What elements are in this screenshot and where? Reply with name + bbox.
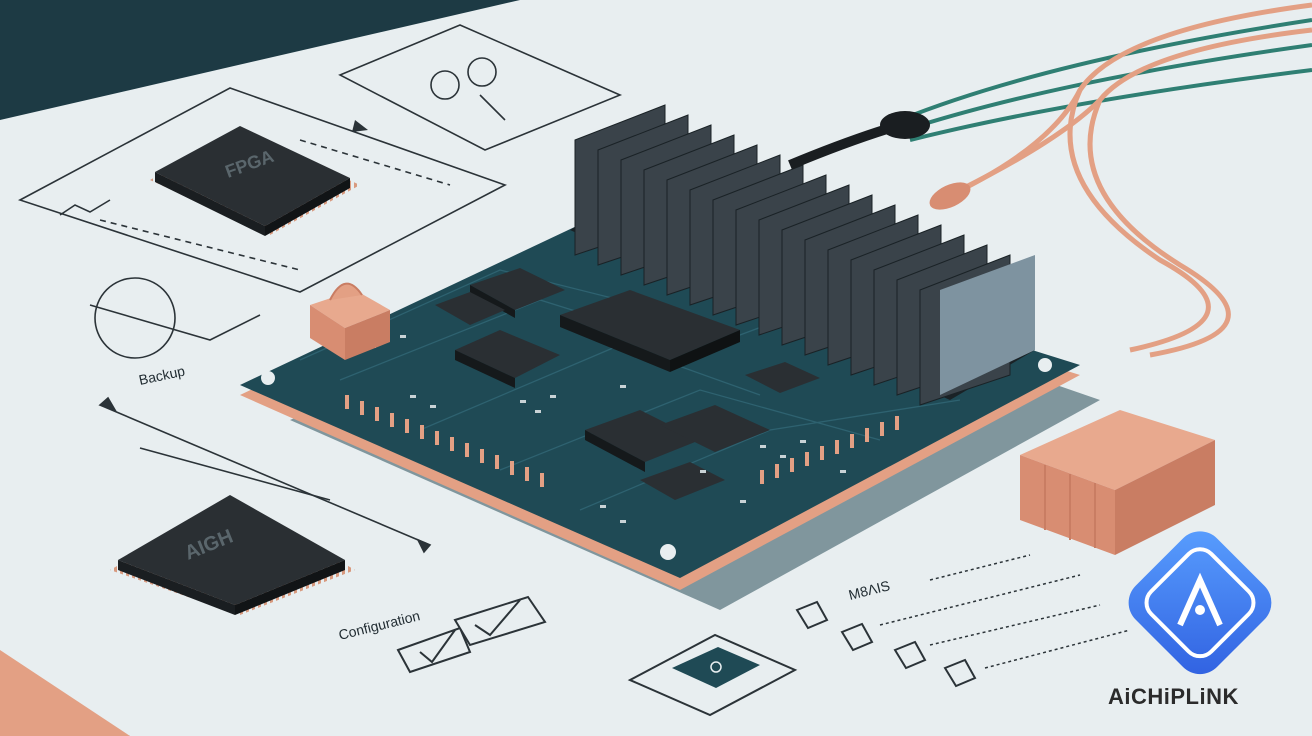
pcb-chip-g: [745, 362, 820, 393]
black-cable: [788, 111, 930, 170]
pcb-header-pins-right: [760, 416, 899, 484]
fpga-chip: [150, 126, 360, 236]
paper-shadow-edge: [0, 650, 130, 736]
diagram-arrow: [352, 120, 368, 132]
brand-name: AiCHiPLiNK: [1108, 684, 1239, 709]
pcb-chip-e: [660, 405, 770, 452]
pcb-chip-a: [455, 330, 560, 388]
pcb-header-pins-left: [345, 395, 544, 487]
pcb-chip-c: [435, 292, 505, 325]
config-checkbox-1: [396, 626, 472, 674]
gear-icon: [627, 633, 798, 717]
heat-sink: [570, 104, 1035, 406]
copper-connector: [929, 182, 971, 210]
checklist-lines: [879, 554, 1131, 669]
pcb-small-components: [370, 335, 846, 523]
brand-logo-icon: [1128, 531, 1272, 675]
schematic-diagram: [17, 24, 623, 554]
lock-icon: [310, 282, 390, 360]
copper-cable: [938, 2, 1312, 358]
pcb-chip-d: [585, 410, 700, 472]
copper-block: [1020, 410, 1215, 555]
checklist: [795, 600, 977, 688]
pcb-main-processor: [560, 290, 740, 372]
flash-chip: [110, 495, 355, 615]
config-checkbox-2: [453, 595, 547, 647]
